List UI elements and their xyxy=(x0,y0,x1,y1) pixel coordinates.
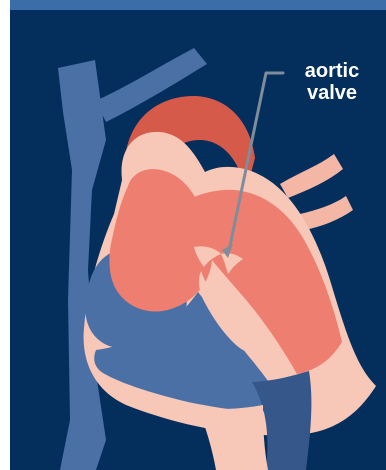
top-accent-bar xyxy=(10,0,386,10)
label-line-1: aortic xyxy=(282,60,382,82)
aortic-valve-label: aortic valve xyxy=(282,60,382,104)
label-line-2: valve xyxy=(282,82,382,104)
